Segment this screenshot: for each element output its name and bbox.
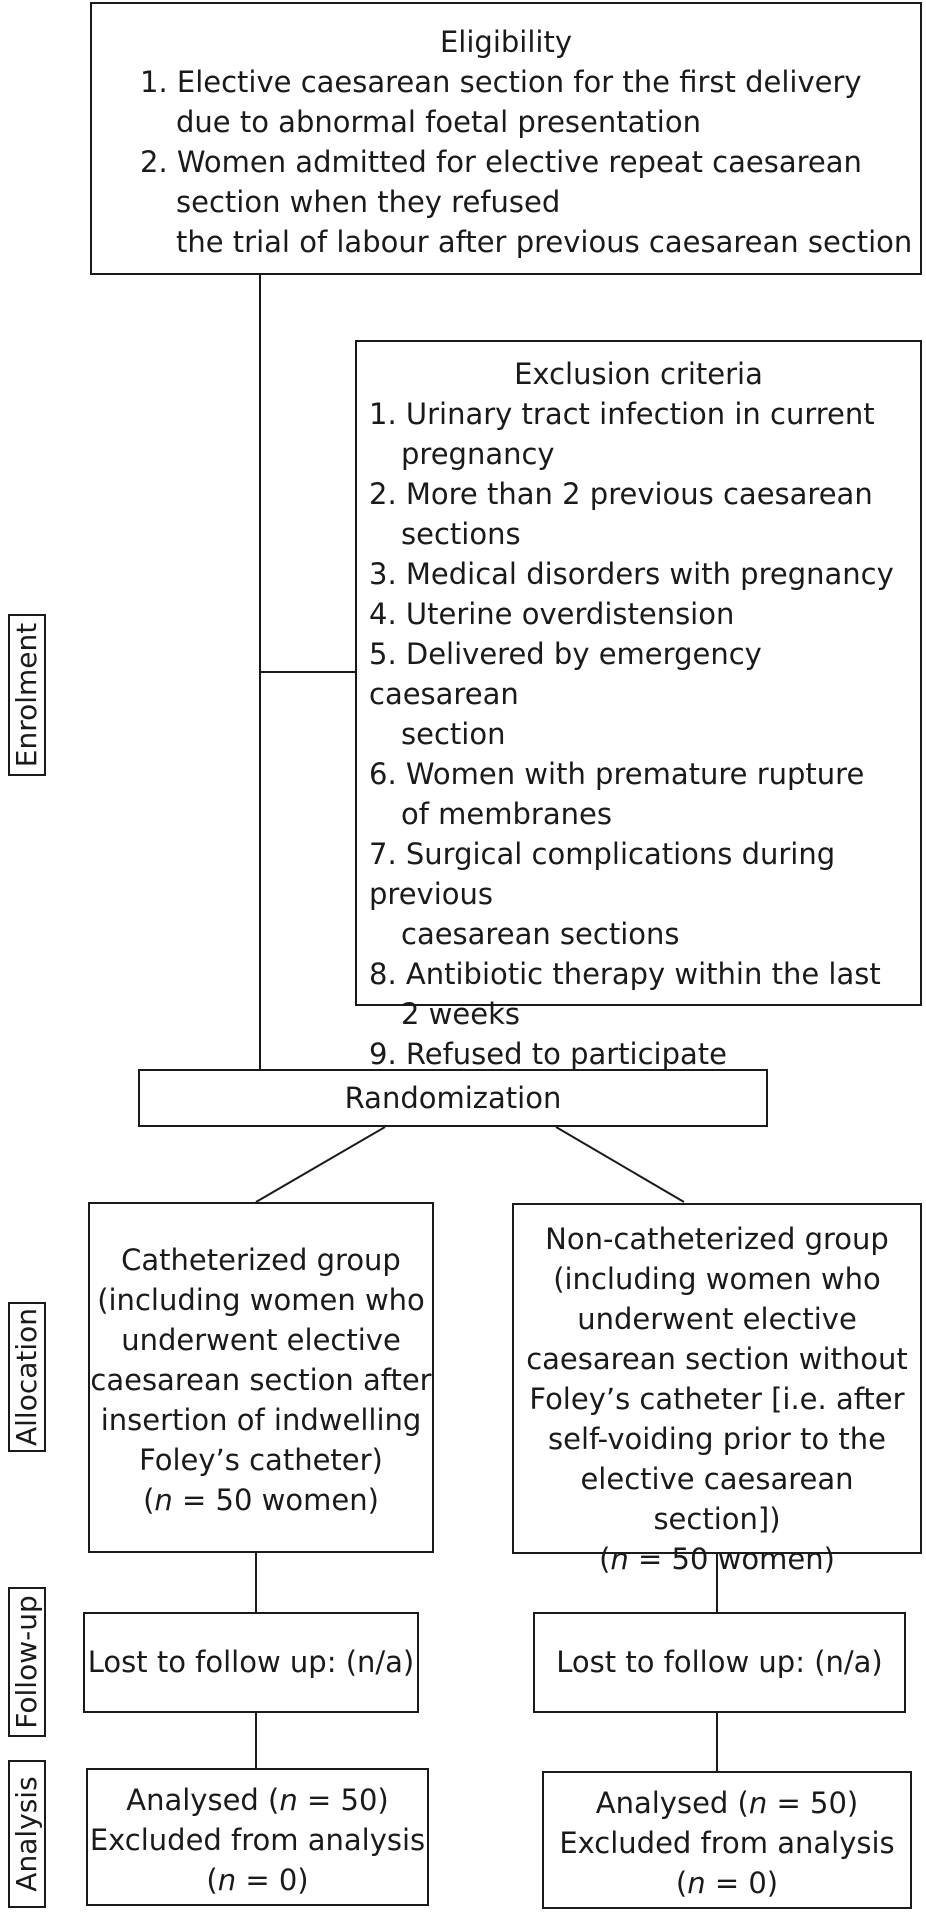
- catheterized-line-6: Foley’s catheter): [139, 1443, 383, 1477]
- analysis-right-excluded: Excluded from analysis: [559, 1826, 895, 1860]
- eligibility-box: Eligibility 1. Elective caesarean sectio…: [90, 2, 922, 275]
- catheterized-line-3: underwent elective: [121, 1323, 401, 1357]
- side-label-analysis: Analysis: [8, 1760, 46, 1908]
- follow-up-right-text: Lost to follow up: (n/a): [556, 1645, 883, 1679]
- catheterized-line-1: Catheterized group: [121, 1243, 401, 1277]
- exclusion-item-5: 5. Delivered by emergency caesarean: [369, 637, 762, 711]
- catheterized-line-4: caesarean section after: [90, 1363, 432, 1397]
- exclusion-item-3: 3. Medical disorders with pregnancy: [369, 557, 894, 591]
- exclusion-title: Exclusion criteria: [514, 357, 763, 391]
- branch-right: [555, 1126, 685, 1203]
- non-catheterized-line-2: (including women who: [553, 1262, 881, 1296]
- connector-right-followup-to-analysis: [716, 1712, 718, 1772]
- non-catheterized-line-3: underwent elective: [577, 1302, 857, 1336]
- exclusion-item-7: 7. Surgical complications during previou…: [369, 837, 836, 911]
- eligibility-item-2-cont-1: section when they refused: [176, 185, 561, 219]
- side-label-enrolment: Enrolment: [8, 614, 46, 776]
- eligibility-item-1-cont: due to abnormal foetal presentation: [176, 105, 701, 139]
- catheterized-line-2: (including women who: [97, 1283, 425, 1317]
- exclusion-item-2: 2. More than 2 previous caesarean: [369, 477, 873, 511]
- non-catheterized-line-6: self-voiding prior to the: [548, 1422, 886, 1456]
- exclusion-item-2-cont: sections: [401, 517, 521, 551]
- side-label-enrolment-text: Enrolment: [10, 622, 43, 768]
- exclusion-criteria-box: Exclusion criteria 1. Urinary tract infe…: [355, 340, 922, 1071]
- analysis-right-excluded-n: (n = 0): [675, 1866, 779, 1900]
- exclusion-item-4: 4. Uterine overdistension: [369, 597, 735, 631]
- analysis-left-analysed: Analysed (n = 50): [126, 1783, 389, 1817]
- randomization-box: Randomization: [138, 1069, 768, 1127]
- eligibility-item-2-cont-2: the trial of labour after previous caesa…: [176, 225, 913, 259]
- side-label-allocation: Allocation: [8, 1302, 46, 1452]
- non-catheterized-group-box: Non-catheterized group (including women …: [512, 1203, 922, 1576]
- analysis-left-box: Analysed (n = 50) Excluded from analysis…: [86, 1768, 429, 1906]
- analysis-left-excluded: Excluded from analysis: [89, 1823, 426, 1857]
- connector-right-alloc-to-followup: [716, 1553, 718, 1613]
- exclusion-item-6-cont: of membranes: [401, 797, 612, 831]
- analysis-left-excluded-n: (n = 0): [206, 1863, 309, 1897]
- non-catheterized-line-4: caesarean section without: [526, 1342, 908, 1376]
- exclusion-item-1-cont: pregnancy: [401, 437, 555, 471]
- exclusion-item-9: 9. Refused to participate: [369, 1037, 727, 1071]
- side-label-follow-up-text: Follow-up: [10, 1595, 43, 1729]
- side-label-analysis-text: Analysis: [10, 1776, 43, 1892]
- exclusion-item-5-cont: section: [401, 717, 506, 751]
- connector-left-alloc-to-followup: [255, 1552, 257, 1613]
- exclusion-item-8: 8. Antibiotic therapy within the last: [369, 957, 881, 991]
- randomization-label: Randomization: [344, 1081, 562, 1115]
- exclusion-item-6: 6. Women with premature rupture: [369, 757, 865, 791]
- follow-up-left-box: Lost to follow up: (n/a): [83, 1612, 419, 1713]
- analysis-right-analysed: Analysed (n = 50): [595, 1786, 859, 1820]
- catheterized-n: (n = 50 women): [143, 1483, 379, 1517]
- eligibility-title: Eligibility: [439, 25, 572, 59]
- eligibility-item-2: 2. Women admitted for elective repeat ca…: [140, 145, 862, 179]
- connector-left-followup-to-analysis: [255, 1712, 257, 1769]
- side-label-follow-up: Follow-up: [8, 1587, 46, 1737]
- non-catheterized-n: (n = 50 women): [599, 1542, 835, 1576]
- follow-up-right-box: Lost to follow up: (n/a): [533, 1612, 906, 1713]
- side-label-allocation-text: Allocation: [10, 1307, 43, 1447]
- non-catheterized-line-1: Non-catheterized group: [545, 1222, 889, 1256]
- eligibility-item-1: 1. Elective caesarean section for the fi…: [140, 65, 862, 99]
- follow-up-left-text: Lost to follow up: (n/a): [87, 1645, 415, 1679]
- connector-to-exclusion: [259, 671, 356, 673]
- exclusion-item-7-cont: caesarean sections: [401, 917, 680, 951]
- catheterized-line-5: insertion of indwelling: [100, 1403, 422, 1437]
- exclusion-item-8-cont: 2 weeks: [401, 997, 520, 1031]
- analysis-right-box: Analysed (n = 50) Excluded from analysis…: [542, 1771, 912, 1909]
- non-catheterized-line-7: elective caesarean section]): [580, 1462, 854, 1536]
- branch-left: [255, 1126, 386, 1203]
- non-catheterized-line-5: Foley’s catheter [i.e. after: [529, 1382, 905, 1416]
- exclusion-item-1: 1. Urinary tract infection in current: [369, 397, 875, 431]
- catheterized-group-box: Catheterized group (including women who …: [88, 1202, 434, 1553]
